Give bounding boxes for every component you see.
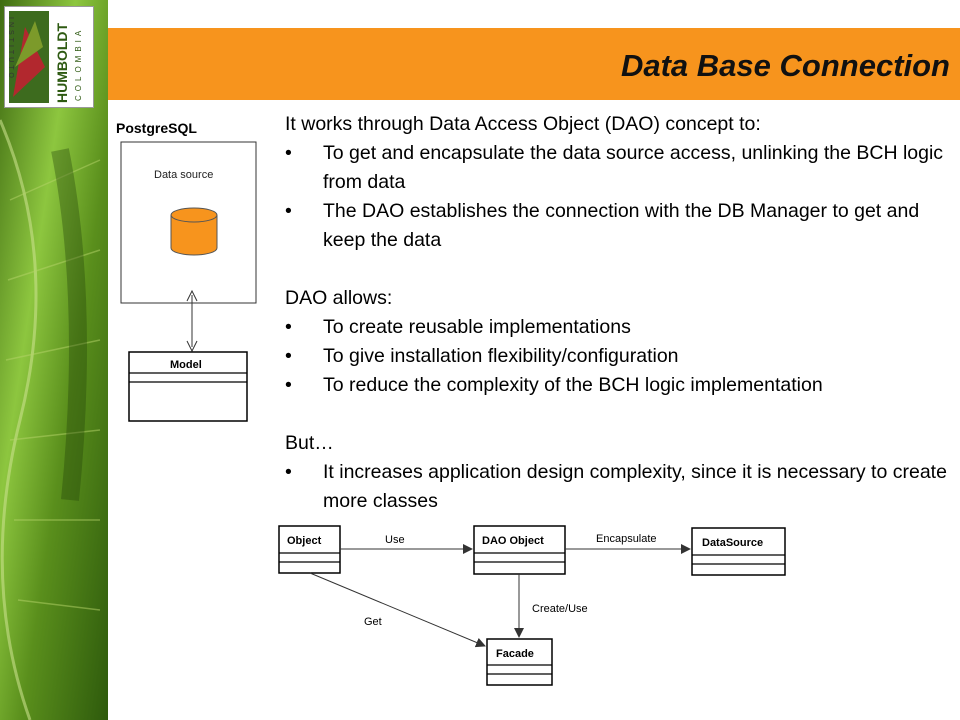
use-label: Use (385, 534, 405, 546)
create-use-label: Create/Use (532, 603, 588, 615)
leaf-background (0, 0, 108, 720)
down-arrowhead (186, 340, 198, 353)
bullet-text: It increases application design complexi… (323, 461, 947, 512)
logo-line3: COLOMBIA (74, 27, 83, 101)
title-banner: Data Base Connection (108, 28, 960, 100)
intro-text: It works through Data Access Object (DAO… (285, 113, 761, 135)
get-label: Get (364, 616, 382, 628)
list-item: • To create reusable implementations (285, 313, 955, 342)
datasource-label: DataSource (702, 537, 763, 549)
bullet-text: To get and encapsulate the data source a… (323, 142, 944, 193)
list-item: • To get and encapsulate the data source… (285, 139, 955, 197)
dao-object-class-box: DAO Object (473, 525, 566, 575)
list-item: • It increases application design comple… (285, 458, 955, 516)
object-label: Object (287, 535, 322, 547)
model-class-box: Model (128, 351, 248, 422)
bullet-icon: • (285, 316, 292, 338)
list-item: • To reduce the complexity of the BCH lo… (285, 371, 955, 400)
bullet-text: To give installation flexibility/configu… (323, 345, 679, 367)
get-arrow (309, 572, 486, 648)
datasource-class-box: DataSource (691, 527, 786, 576)
logo-line2: HUMBOLDT (54, 22, 70, 103)
content-text: It works through Data Access Object (DAO… (285, 110, 955, 516)
facade-class-box: Facade (486, 638, 553, 686)
data-source-diagram: Data source Model (120, 141, 257, 422)
humboldt-logo: INSTITUTO HUMBOLDT COLOMBIA (4, 6, 94, 108)
dao-object-label: DAO Object (482, 535, 544, 547)
postgresql-label: PostgreSQL (116, 120, 197, 136)
bullet-text: To create reusable implementations (323, 316, 631, 338)
uml-class-diagram: Object DAO Object DataSource Facade Use … (278, 525, 786, 686)
bullet-text: The DAO establishes the connection with … (323, 200, 920, 251)
allows-heading: DAO allows: (285, 287, 393, 309)
leaf-image (0, 0, 108, 720)
logo-graphic: INSTITUTO HUMBOLDT COLOMBIA (7, 11, 83, 103)
bullet-icon: • (285, 374, 292, 396)
bullet-icon: • (285, 142, 292, 164)
list-item: • The DAO establishes the connection wit… (285, 197, 955, 255)
facade-label: Facade (496, 648, 534, 660)
bullet-icon: • (285, 200, 292, 222)
logo-line1: INSTITUTO (7, 17, 14, 81)
list-item: • To give installation flexibility/confi… (285, 342, 955, 371)
model-label: Model (170, 359, 202, 371)
but-heading: But… (285, 432, 334, 454)
up-arrowhead (186, 289, 198, 302)
bullet-icon: • (285, 461, 292, 483)
object-class-box: Object (278, 525, 341, 574)
bullet-icon: • (285, 345, 292, 367)
database-cylinder-icon (170, 207, 218, 256)
encapsulate-label: Encapsulate (596, 533, 657, 545)
bullet-text: To reduce the complexity of the BCH logi… (323, 374, 823, 396)
data-source-label: Data source (154, 169, 213, 181)
page-title: Data Base Connection (620, 48, 950, 83)
